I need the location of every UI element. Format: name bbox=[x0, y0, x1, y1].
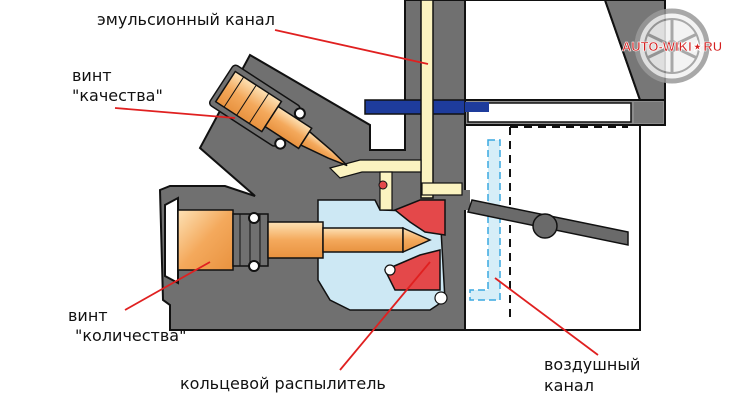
label-air-channel-line1: воздушный bbox=[544, 355, 641, 374]
label-quality-screw-line2: "качества" bbox=[72, 86, 163, 105]
ring-sprayer bbox=[378, 180, 448, 305]
pointer-quantity-screw bbox=[124, 261, 211, 311]
watermark-text: AUTO-WIKI★RU bbox=[622, 39, 722, 54]
quantity-screw bbox=[164, 196, 432, 285]
carburetor-housing bbox=[464, 0, 666, 331]
car-wheel-icon bbox=[634, 8, 710, 84]
pointer-air-channel bbox=[494, 277, 599, 356]
pointer-lines bbox=[114, 29, 599, 371]
air-channel bbox=[469, 139, 501, 301]
label-quantity-screw-line1: винт bbox=[68, 306, 108, 325]
quality-screw bbox=[209, 64, 348, 167]
label-air-channel-line2: канал bbox=[544, 376, 594, 395]
label-ring-sprayer: кольцевой распылитель bbox=[180, 374, 386, 393]
pointer-quality-screw bbox=[114, 107, 236, 119]
label-quality-screw-line1: винт bbox=[72, 66, 112, 85]
pointer-emulsion-channel bbox=[274, 29, 429, 65]
auto-wiki-watermark: AUTO-WIKI★RU bbox=[622, 8, 722, 84]
pointer-ring-sprayer bbox=[339, 261, 431, 371]
label-quantity-screw-line2: "количества" bbox=[75, 326, 187, 345]
throttle-plate bbox=[467, 199, 629, 246]
label-emulsion-channel: эмульсионный канал bbox=[97, 10, 275, 29]
